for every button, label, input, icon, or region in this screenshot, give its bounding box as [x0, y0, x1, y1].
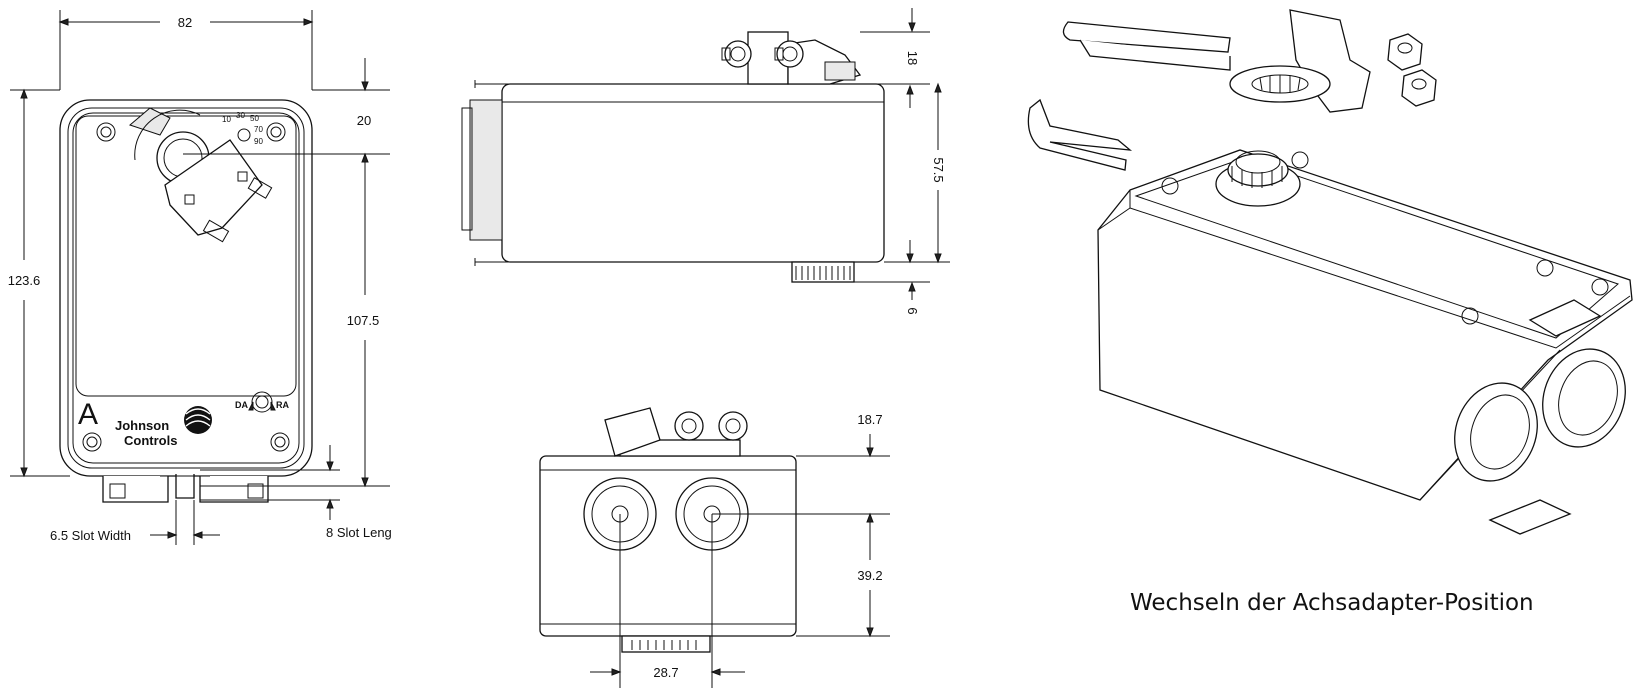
shaft-adapter-icon: [129, 107, 273, 243]
scale-10-label: 10: [222, 115, 231, 124]
housing-screw-icon: [82, 122, 290, 452]
actuator-housing-side: [501, 83, 885, 263]
iso-conduit-icon: [1454, 348, 1626, 482]
front-shaft-height-dim: 107.5: [347, 313, 380, 328]
side-clamp-dim: 18: [905, 51, 920, 65]
rotary-hub-icon: [1215, 150, 1301, 207]
front-top-offset-dim: 20: [357, 113, 371, 128]
end-clamp-icon: [604, 407, 748, 457]
hex-nut-icon: [1387, 33, 1437, 107]
direction-switch-icon: DA RA: [235, 391, 289, 413]
logo-text-johnson: Johnson: [115, 418, 169, 433]
side-view: 18 57.5 6: [461, 8, 950, 315]
slot-length-label: 8 Slot Leng: [326, 525, 392, 540]
ra-label: RA: [276, 400, 289, 410]
actuator-housing-end: [539, 455, 797, 637]
side-base-dim: 6: [905, 307, 920, 314]
side-body-dim: 57.5: [931, 157, 946, 182]
scale-30-label: 30: [236, 111, 245, 120]
coupling-gear-icon: [791, 261, 855, 283]
scale-70-label: 70: [254, 125, 263, 134]
iso-view: Wechseln der Achsadapter-Position: [1027, 9, 1633, 616]
shaft-clamp-icon: [721, 31, 862, 85]
end-conduit-spacing-dim: 28.7: [653, 665, 678, 680]
end-clamp-dim: 18.7: [857, 412, 882, 427]
slot-width-label: 6.5 Slot Width: [50, 528, 131, 543]
johnson-controls-logo-icon: [184, 406, 212, 434]
end-coupling-icon: [621, 635, 711, 653]
shaft-adapter-bracket-icon: [1229, 9, 1371, 113]
front-view: 82 10 30 50: [8, 10, 392, 545]
end-conduit-height-dim: 39.2: [857, 568, 882, 583]
front-height-dim: 123.6: [8, 273, 41, 288]
logo-text-controls: Controls: [124, 433, 177, 448]
panel-letter: A: [78, 398, 98, 431]
front-width-dim: 82: [178, 15, 192, 30]
iso-caption: Wechseln der Achsadapter-Position: [1130, 590, 1534, 616]
da-label: DA: [235, 400, 248, 410]
spring-clip-icon: [1062, 21, 1231, 71]
retainer-clip-icon: [1027, 98, 1133, 171]
angle-scale: 10 30 50 70 90: [222, 111, 263, 146]
scale-90-label: 90: [254, 137, 263, 146]
end-view: 18.7 39.2 28.7: [539, 407, 890, 688]
scale-50-label: 50: [250, 114, 259, 123]
